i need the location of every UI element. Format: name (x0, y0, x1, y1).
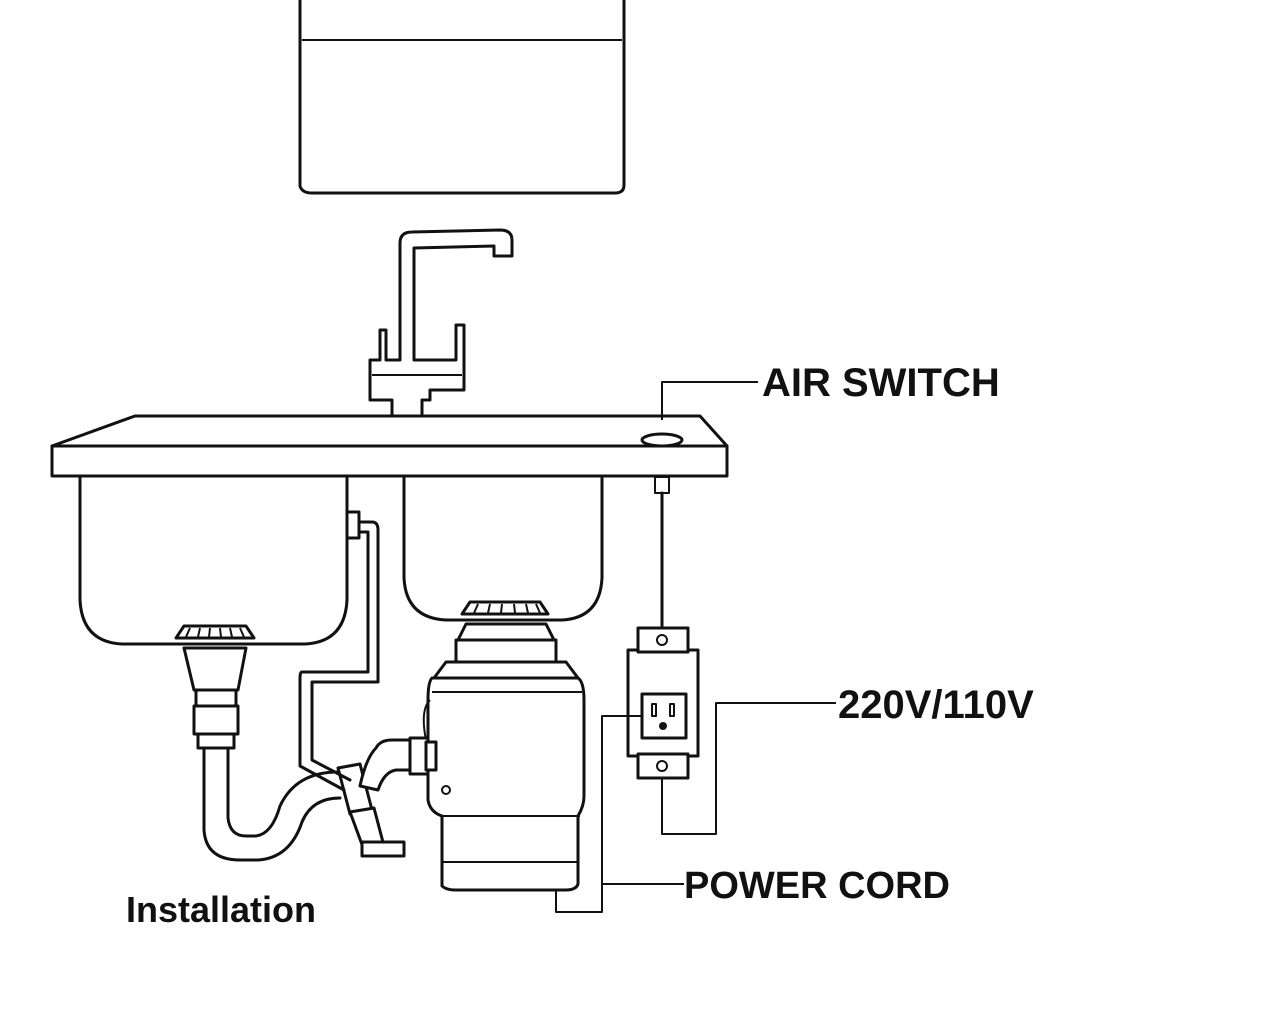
faucet (368, 228, 514, 429)
discharge-tube (358, 736, 438, 792)
wiring (555, 381, 836, 913)
left-drain-strainer (174, 624, 256, 750)
garbage-disposer (422, 622, 586, 892)
label-air-switch: AIR SWITCH (762, 361, 1000, 405)
dishwasher-hose (298, 510, 380, 792)
label-installation: Installation (126, 889, 316, 930)
right-sink-bowl (402, 474, 604, 622)
wall-outlet-box (626, 626, 700, 780)
upper-cabinet (298, 0, 626, 195)
air-switch-button (640, 432, 684, 632)
right-drain-strainer (460, 600, 550, 616)
label-voltage: 220V/110V (838, 683, 1034, 727)
countertop (50, 414, 729, 478)
left-sink-bowl (78, 474, 349, 646)
label-power-cord: POWER CORD (684, 865, 950, 907)
